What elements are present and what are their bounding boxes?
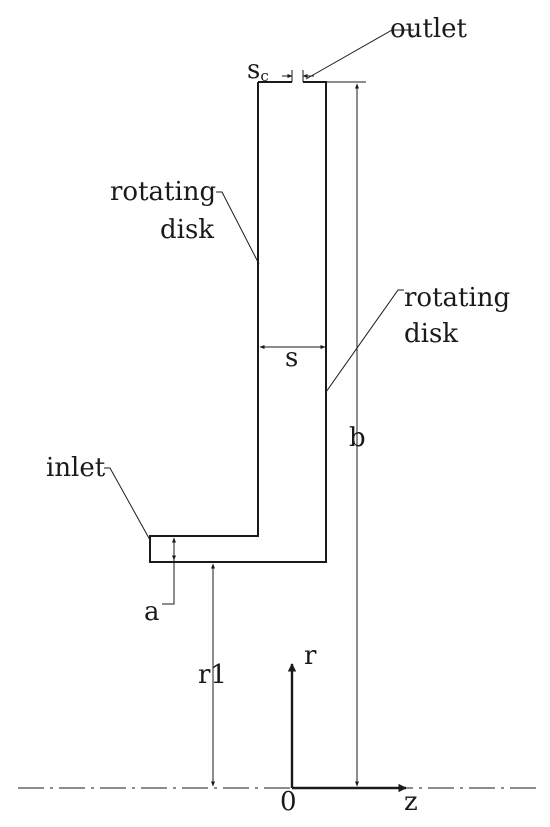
r-axis-label: r: [304, 641, 317, 671]
z-axis-label: z: [404, 787, 418, 817]
rotating-disk-right-label-line1: rotating: [404, 283, 510, 313]
a-label: a: [144, 597, 160, 627]
rotating-disk-right-leader: [325, 289, 404, 393]
rotating-disk-right-label-line2: disk: [404, 319, 458, 349]
outlet-leader: [305, 29, 414, 80]
outlet-label: outlet: [390, 14, 468, 44]
inlet-label: inlet: [46, 453, 106, 483]
a-leader: [162, 560, 175, 605]
rotating-disk-left-leader: [216, 191, 260, 265]
inlet-leader: [104, 467, 151, 541]
sc-label-subscript: c: [260, 67, 268, 85]
sc-label: sc: [247, 55, 269, 85]
cavity-outline: [149, 81, 327, 563]
r1-label: r1: [198, 660, 227, 690]
b-label: b: [349, 423, 366, 453]
rotating-disk-left-label-line1: rotating: [110, 177, 216, 207]
s-label: s: [285, 343, 298, 373]
origin-label: 0: [280, 787, 297, 817]
rotating-disk-left-label-line2: disk: [160, 215, 214, 245]
sc-label-main: s: [247, 55, 260, 85]
